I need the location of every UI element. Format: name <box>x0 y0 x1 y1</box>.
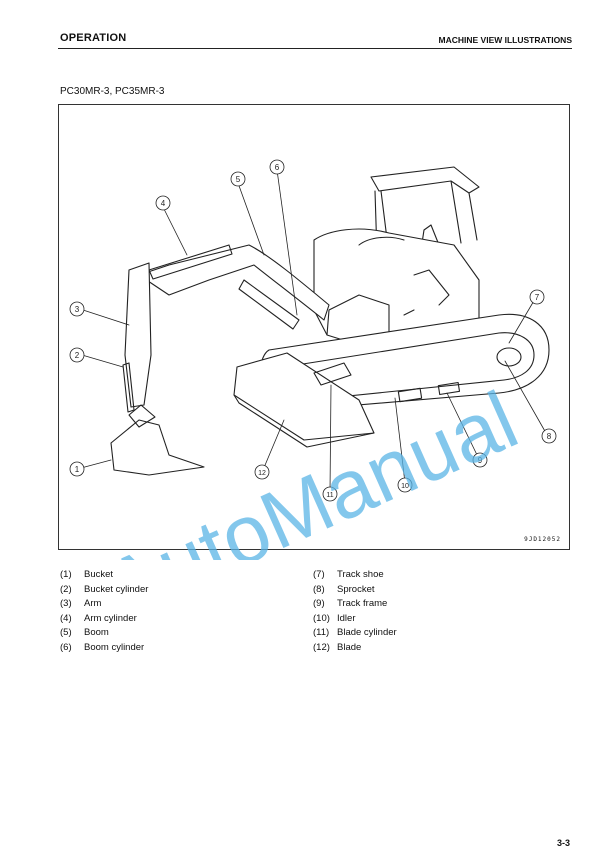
legend-label: Boom <box>84 627 109 639</box>
callout-label-5: 5 <box>236 175 241 184</box>
callout-circle-10 <box>397 477 413 493</box>
bucket <box>110 419 205 476</box>
legend-number: (5) <box>60 627 72 639</box>
legend-number: (9) <box>313 598 325 610</box>
arm <box>124 262 152 408</box>
callout-label-7: 7 <box>535 293 540 302</box>
legend-item: (8) Sprocket <box>313 583 397 598</box>
legend-number: (4) <box>60 612 72 624</box>
excavator-illustration: 1 2 3 4 5 6 7 8 9 10 11 12 <box>69 159 557 502</box>
callout-label-6: 6 <box>275 163 280 172</box>
callout-label-10: 10 <box>401 483 409 490</box>
callout-circle-2 <box>69 347 85 363</box>
callout-circle-6 <box>269 159 285 175</box>
boom-cylinder <box>238 279 300 330</box>
arm-cylinder <box>148 244 233 280</box>
callout-label-4: 4 <box>161 199 166 208</box>
legend-item: (5) Boom <box>60 626 148 641</box>
legend-item: (6) Boom cylinder <box>60 641 148 656</box>
bucket-cylinder <box>122 362 135 413</box>
callout-circle-1 <box>69 461 85 477</box>
legend-left: (1) Bucket (2) Bucket cylinder (3) Arm (4) A… <box>60 568 148 656</box>
legend-label: Blade <box>337 641 362 653</box>
legend-item: (7) Track shoe <box>313 568 397 583</box>
legend-label: Track frame <box>337 598 388 610</box>
legend-label: Arm cylinder <box>84 612 137 624</box>
legend-label: Blade cylinder <box>337 627 397 639</box>
track-frame-slot-2 <box>437 381 461 396</box>
legend-number: (2) <box>60 583 72 595</box>
callout-markers <box>69 159 557 502</box>
legend-number: (3) <box>60 598 72 610</box>
header-topic: MACHINE VIEW ILLUSTRATIONS <box>438 35 572 45</box>
model-caption: PC30MR-3, PC35MR-3 <box>60 86 165 97</box>
legend-item: (3) Arm <box>60 597 148 612</box>
legend-number: (11) <box>313 627 330 639</box>
legend-label: Boom cylinder <box>84 641 145 653</box>
callout-label-3: 3 <box>75 305 80 314</box>
legend-item: (2) Bucket cylinder <box>60 583 148 598</box>
header-section: OPERATION <box>60 32 127 44</box>
legend-label: Sprocket <box>337 583 375 595</box>
figure-code: 9JD12052 <box>524 536 561 543</box>
legend-item: (4) Arm cylinder <box>60 612 148 627</box>
callout-label-8: 8 <box>547 432 552 441</box>
legend-item: (11) Blade cylinder <box>313 626 397 641</box>
legend-label: Idler <box>337 612 356 624</box>
callout-circle-12 <box>254 464 270 480</box>
legend-label: Bucket <box>84 569 114 580</box>
callout-circle-3 <box>69 301 85 317</box>
sprocket-wheel <box>496 347 522 367</box>
machine-figure: 1 2 3 4 5 6 7 8 9 10 11 12 9JD12052 <box>58 104 570 550</box>
legend-label: Arm <box>84 598 102 610</box>
legend-item: (12) Blade <box>313 641 397 656</box>
legend-number: (8) <box>313 583 325 595</box>
legend-number: (7) <box>313 569 325 580</box>
boom <box>138 244 330 321</box>
legend-number: (10) <box>313 612 330 624</box>
callout-circle-4 <box>155 195 171 211</box>
legend-item: (9) Track frame <box>313 597 397 612</box>
page-number: 3-3 <box>556 838 570 848</box>
callout-label-11: 11 <box>326 492 333 499</box>
track-frame-slot-1 <box>397 387 423 403</box>
callout-label-2: 2 <box>75 351 80 360</box>
blade-cylinder <box>313 362 352 386</box>
legend-number: (12) <box>313 641 330 653</box>
legend-label: Bucket cylinder <box>84 583 149 595</box>
canopy <box>370 166 480 194</box>
legend-label: Track shoe <box>337 569 384 580</box>
callout-circle-11 <box>322 486 338 502</box>
legend-right: (7) Track shoe (8) Sprocket (9) Track frame… <box>313 568 397 656</box>
legend-number: (1) <box>60 569 72 580</box>
legend-item: (1) Bucket <box>60 568 148 583</box>
callout-label-1: 1 <box>75 465 80 474</box>
callout-circle-5 <box>230 171 246 187</box>
legend-item: (10) Idler <box>313 612 397 627</box>
legend-number: (6) <box>60 641 72 653</box>
callout-circle-7 <box>529 289 545 305</box>
callout-label-12: 12 <box>258 470 266 477</box>
callout-circle-8 <box>541 428 557 444</box>
callout-circle-9 <box>472 452 488 468</box>
callout-label-9: 9 <box>478 456 483 465</box>
header-rule <box>58 48 572 49</box>
